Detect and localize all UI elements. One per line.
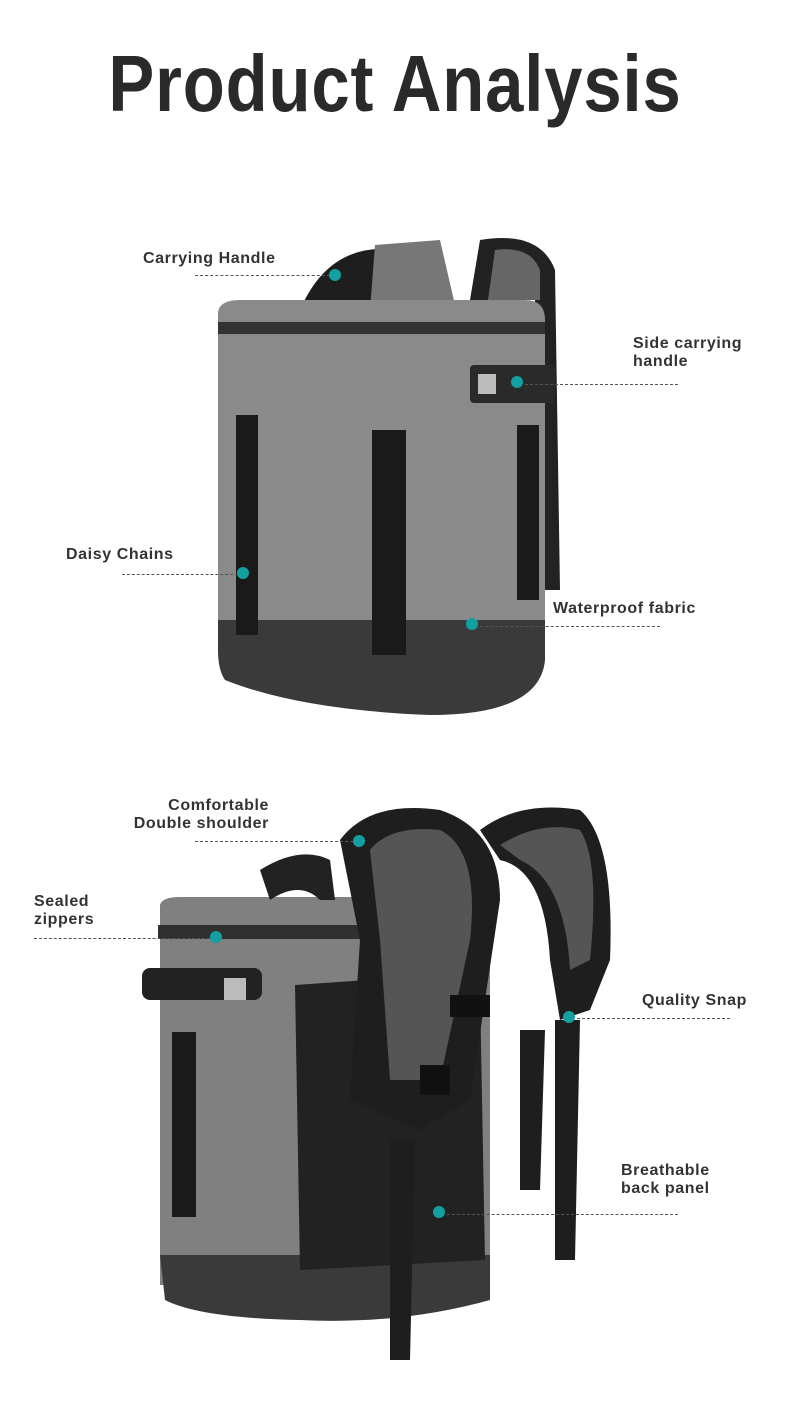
callout-carrying-handle: Carrying Handle: [143, 250, 276, 267]
leader-line: [577, 1018, 730, 1019]
marker-dot: [353, 835, 365, 847]
marker-dot: [210, 931, 222, 943]
callout-line: Side carrying: [633, 335, 743, 352]
callout-line: zippers: [34, 911, 95, 928]
marker-dot: [511, 376, 523, 388]
page-title: Product Analysis: [108, 39, 682, 128]
leader-line: [195, 841, 353, 842]
marker-dot: [563, 1011, 575, 1023]
leader-line: [122, 574, 238, 575]
callout-line: back panel: [621, 1180, 710, 1197]
callout-line: Breathable: [621, 1162, 710, 1179]
callout-line: Double shoulder: [133, 815, 269, 832]
callout-line: Sealed: [34, 893, 90, 910]
marker-dot: [237, 567, 249, 579]
marker-dot: [466, 618, 478, 630]
marker-dot: [433, 1206, 445, 1218]
leader-line: [447, 1214, 678, 1215]
marker-dot: [329, 269, 341, 281]
leader-line: [525, 384, 678, 385]
leader-line: [34, 938, 210, 939]
leader-line: [195, 275, 330, 276]
callout-daisy-chains: Daisy Chains: [66, 546, 174, 563]
callout-snap: Quality Snap: [642, 992, 747, 1009]
callout-line: handle: [633, 353, 689, 370]
callout-line: Comfortable: [168, 797, 269, 814]
leader-line: [480, 626, 660, 627]
callout-waterproof: Waterproof fabric: [553, 600, 696, 617]
